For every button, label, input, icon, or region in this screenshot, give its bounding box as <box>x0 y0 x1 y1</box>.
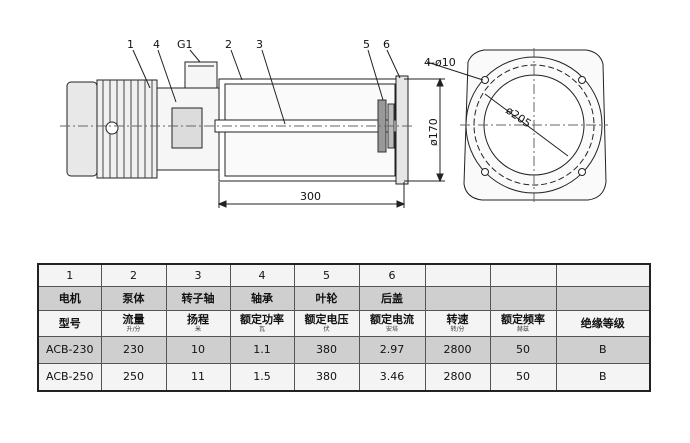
column-header: 额定功率瓦 <box>229 310 295 337</box>
column-header: 流量升/分 <box>100 310 167 337</box>
column-header: 额定电压伏 <box>293 310 360 337</box>
table-cell: ACB-250 <box>37 363 102 392</box>
table-cell <box>424 286 491 311</box>
table-cell: 3 <box>165 263 231 287</box>
table-cell: 电机 <box>37 286 102 311</box>
table-cell: 380 <box>293 336 360 364</box>
callout-6: 6 <box>383 38 390 51</box>
table-cell: 2.97 <box>358 336 426 364</box>
specification-table: 1 2 3 4 5 6 电机 泵体 转子轴 轴承 叶轮 后盖 型号 流量升/分 … <box>37 263 651 392</box>
table-cell: 1.5 <box>229 363 295 392</box>
table-row: ACB-230 230 10 1.1 380 2.97 2800 50 B <box>37 336 651 364</box>
mounting-holes <box>481 76 586 176</box>
callout-5: 5 <box>363 38 370 51</box>
table-cell: 4 <box>229 263 295 287</box>
part-name-row: 电机 泵体 转子轴 轴承 叶轮 后盖 <box>37 286 651 311</box>
table-cell: 380 <box>293 363 360 392</box>
table-cell: 泵体 <box>100 286 167 311</box>
table-cell: 1 <box>37 263 102 287</box>
table-cell: 2800 <box>424 336 491 364</box>
column-header: 扬程米 <box>165 310 231 337</box>
table-cell <box>424 263 491 287</box>
table-cell: 11 <box>165 363 231 392</box>
column-header: 绝缘等级 <box>555 310 651 337</box>
table-cell: 50 <box>489 336 557 364</box>
table-cell: 转子轴 <box>165 286 231 311</box>
callout-3: 3 <box>256 38 263 51</box>
table-cell: B <box>555 363 651 392</box>
table-cell: 3.46 <box>358 363 426 392</box>
header-row: 型号 流量升/分 扬程米 额定功率瓦 额定电压伏 额定电流安培 转速转/分 额定… <box>37 310 651 337</box>
table-cell: 2 <box>100 263 167 287</box>
table-cell: 250 <box>100 363 167 392</box>
table-cell: 轴承 <box>229 286 295 311</box>
dimension-holes-label: 4-ø10 <box>424 56 456 69</box>
table-cell: ACB-230 <box>37 336 102 364</box>
dimension-length-label: 300 <box>300 190 321 203</box>
table-cell: 50 <box>489 363 557 392</box>
column-header: 额定频率赫兹 <box>489 310 557 337</box>
table-cell: 10 <box>165 336 231 364</box>
outlet-g1 <box>184 61 218 89</box>
column-header: 额定电流安培 <box>358 310 426 337</box>
table-cell: 2800 <box>424 363 491 392</box>
table-cell <box>489 263 557 287</box>
table-cell: 230 <box>100 336 167 364</box>
terminal-box <box>105 121 119 135</box>
table-cell: 1.1 <box>229 336 295 364</box>
callout-1: 1 <box>127 38 134 51</box>
table-cell <box>555 263 651 287</box>
table-cell <box>555 286 651 311</box>
table-cell: 5 <box>293 263 360 287</box>
table-cell: B <box>555 336 651 364</box>
table-row: ACB-250 250 11 1.5 380 3.46 2800 50 B <box>37 363 651 392</box>
pump-technical-drawing: 1 4 G1 2 3 5 6 300 ø170 4-ø10 ø205 <box>60 38 608 208</box>
motor-fan-cover <box>66 81 98 177</box>
column-header: 转速转/分 <box>424 310 491 337</box>
part-number-row: 1 2 3 4 5 6 <box>37 263 651 287</box>
callout-4: 4 <box>153 38 160 51</box>
callout-g1: G1 <box>177 38 193 51</box>
table-cell: 6 <box>358 263 426 287</box>
table-cell: 叶轮 <box>293 286 360 311</box>
column-header: 型号 <box>37 310 102 337</box>
table-cell <box>489 286 557 311</box>
callout-2: 2 <box>225 38 232 51</box>
rear-cover <box>395 75 409 185</box>
dimension-diameter-label: ø170 <box>427 118 440 146</box>
table-cell: 后盖 <box>358 286 426 311</box>
